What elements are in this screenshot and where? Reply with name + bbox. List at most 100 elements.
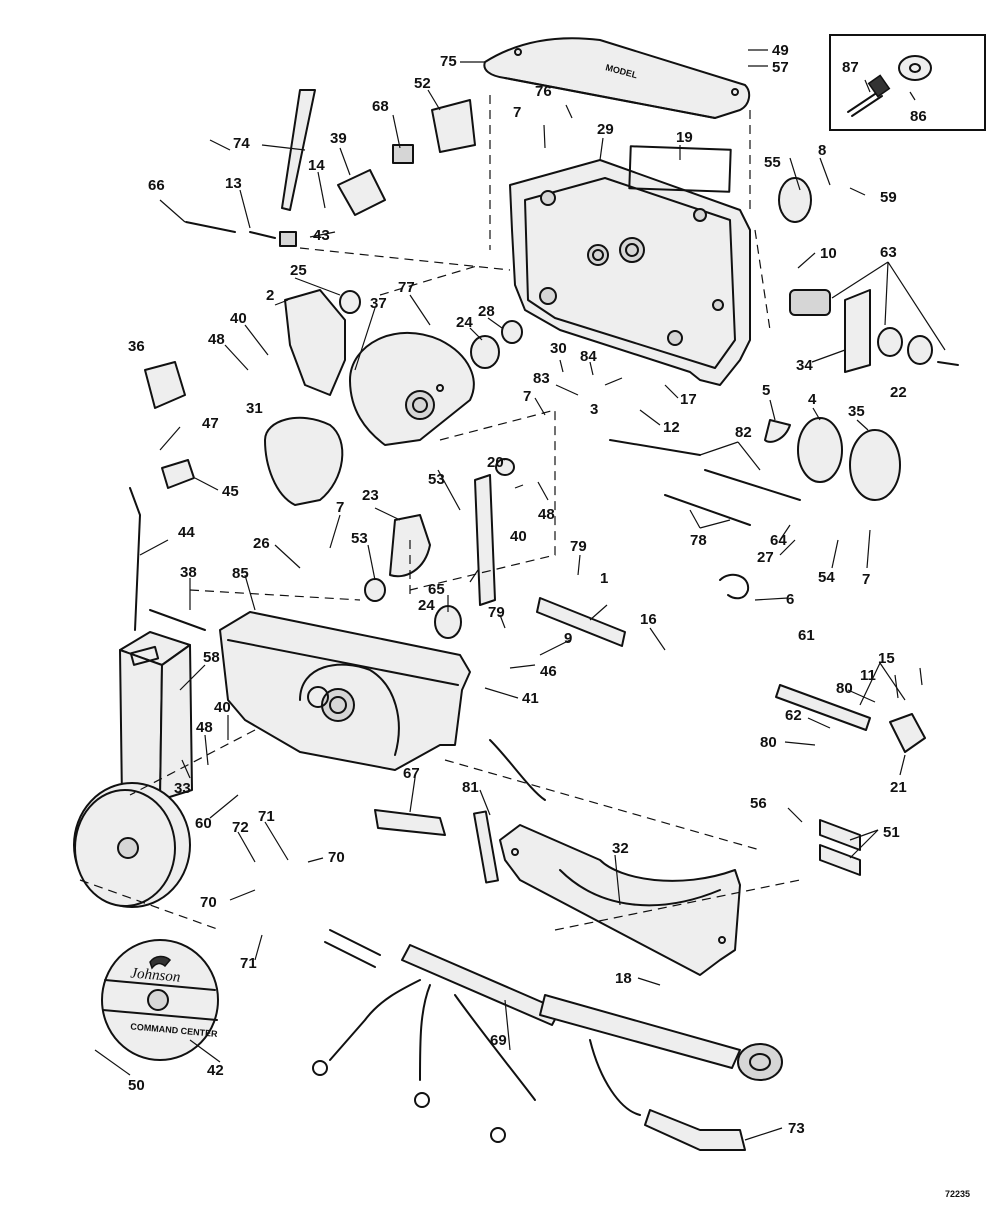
callout-70: 70: [328, 849, 345, 866]
callout-36: 36: [128, 338, 145, 355]
callout-71: 71: [240, 955, 257, 972]
part-51-clip-bottom: [819, 844, 861, 876]
callout-33: 33: [174, 780, 191, 797]
part-33-control-handle: [73, 631, 193, 908]
callout-9: 9: [564, 630, 572, 647]
callout-46: 46: [540, 663, 557, 680]
callout-44: 44: [178, 524, 195, 541]
part-42-logo-disc: Johnson COMMAND CENTER: [101, 939, 219, 1061]
small-parts: [129, 89, 959, 884]
callout-7: 7: [336, 499, 344, 516]
callout-47: 47: [202, 415, 219, 432]
callout-32: 32: [612, 840, 629, 857]
callout-72: 72: [232, 819, 249, 836]
part-86-washer: [898, 55, 932, 81]
callout-39: 39: [330, 130, 347, 147]
callout-81: 81: [462, 779, 479, 796]
part-63-nut: [877, 327, 903, 357]
callout-75: 75: [440, 53, 457, 70]
part-74-spring-wire: [281, 89, 316, 211]
callout-57: 57: [772, 59, 789, 76]
callout-78: 78: [690, 532, 707, 549]
callout-4: 4: [808, 391, 817, 408]
part-78-wire: [664, 494, 751, 526]
callout-7: 7: [513, 104, 521, 121]
callout-20: 20: [487, 454, 504, 471]
callout-48: 48: [208, 331, 225, 348]
part-21-fitting: [889, 713, 926, 753]
callout-3: 3: [590, 401, 598, 418]
inset-box: [829, 34, 986, 131]
part-31-cam: [264, 416, 344, 506]
callout-13: 13: [225, 175, 242, 192]
callout-42: 42: [207, 1062, 224, 1079]
callout-63: 63: [880, 244, 897, 261]
part-51-clip-top: [819, 819, 861, 851]
callout-43: 43: [313, 227, 330, 244]
callout-labels: 75 49 57 87 86 52 76 68 7 29 19 74 39 14…: [128, 42, 927, 1137]
callout-31: 31: [246, 400, 263, 417]
part-85-lower-housing: [219, 611, 471, 771]
callout-64: 64: [770, 532, 787, 549]
part-69-wiring-harness: [312, 929, 783, 1151]
part-81-strap: [489, 739, 546, 801]
callout-61: 61: [798, 627, 815, 644]
callout-26: 26: [253, 535, 270, 552]
part-68-switch: [392, 144, 414, 164]
part-65-link: [474, 474, 496, 606]
callout-48: 48: [196, 719, 213, 736]
callout-49: 49: [772, 42, 789, 59]
part-6-clip: [719, 573, 750, 600]
callout-1: 1: [600, 570, 608, 587]
callout-41: 41: [522, 690, 539, 707]
callout-66: 66: [148, 177, 165, 194]
callout-60: 60: [195, 815, 212, 832]
callout-2: 2: [266, 287, 274, 304]
part-13-spring: [249, 231, 276, 239]
part-20-spacer: [495, 458, 515, 476]
callout-40: 40: [214, 699, 231, 716]
callout-28: 28: [478, 303, 495, 320]
callout-71: 71: [258, 808, 275, 825]
callout-69: 69: [490, 1032, 507, 1049]
callout-16: 16: [640, 611, 657, 628]
callout-73: 73: [788, 1120, 805, 1137]
part-37-side-cover: [349, 331, 475, 446]
callout-87: 87: [842, 59, 859, 76]
part-81-strip: [473, 810, 499, 884]
callout-54: 54: [818, 569, 835, 586]
part-34-plate: [844, 289, 871, 373]
callout-30: 30: [550, 340, 567, 357]
part-4-gauge: [797, 417, 843, 483]
callout-10: 10: [820, 245, 837, 262]
callout-27: 27: [757, 549, 774, 566]
callout-74: 74: [233, 135, 250, 152]
part-87-stud: [847, 74, 891, 117]
part-25-bushing: [339, 290, 361, 314]
callout-48: 48: [538, 506, 555, 523]
callout-24: 24: [418, 597, 435, 614]
callout-83: 83: [533, 370, 550, 387]
callout-67: 67: [403, 765, 420, 782]
callout-84: 84: [580, 348, 597, 365]
part-66-bolt: [185, 221, 236, 233]
callout-79: 79: [488, 604, 505, 621]
disc-brand-label: Johnson: [130, 965, 181, 985]
callout-34: 34: [796, 357, 813, 374]
callout-80: 80: [836, 680, 853, 697]
callout-51: 51: [883, 824, 900, 841]
callout-56: 56: [750, 795, 767, 812]
assembly-lines: [79, 95, 801, 931]
callout-70: 70: [200, 894, 217, 911]
callout-40: 40: [230, 310, 247, 327]
callout-50: 50: [128, 1077, 145, 1094]
part-36-cap: [144, 361, 186, 409]
part-22-key-cap: [907, 335, 933, 365]
callout-85: 85: [232, 565, 249, 582]
callout-86: 86: [910, 108, 927, 125]
callout-55: 55: [764, 154, 781, 171]
part-75-top-cover: MODEL: [483, 37, 751, 119]
callout-12: 12: [663, 419, 680, 436]
callout-65: 65: [428, 581, 445, 598]
callout-58: 58: [203, 649, 220, 666]
